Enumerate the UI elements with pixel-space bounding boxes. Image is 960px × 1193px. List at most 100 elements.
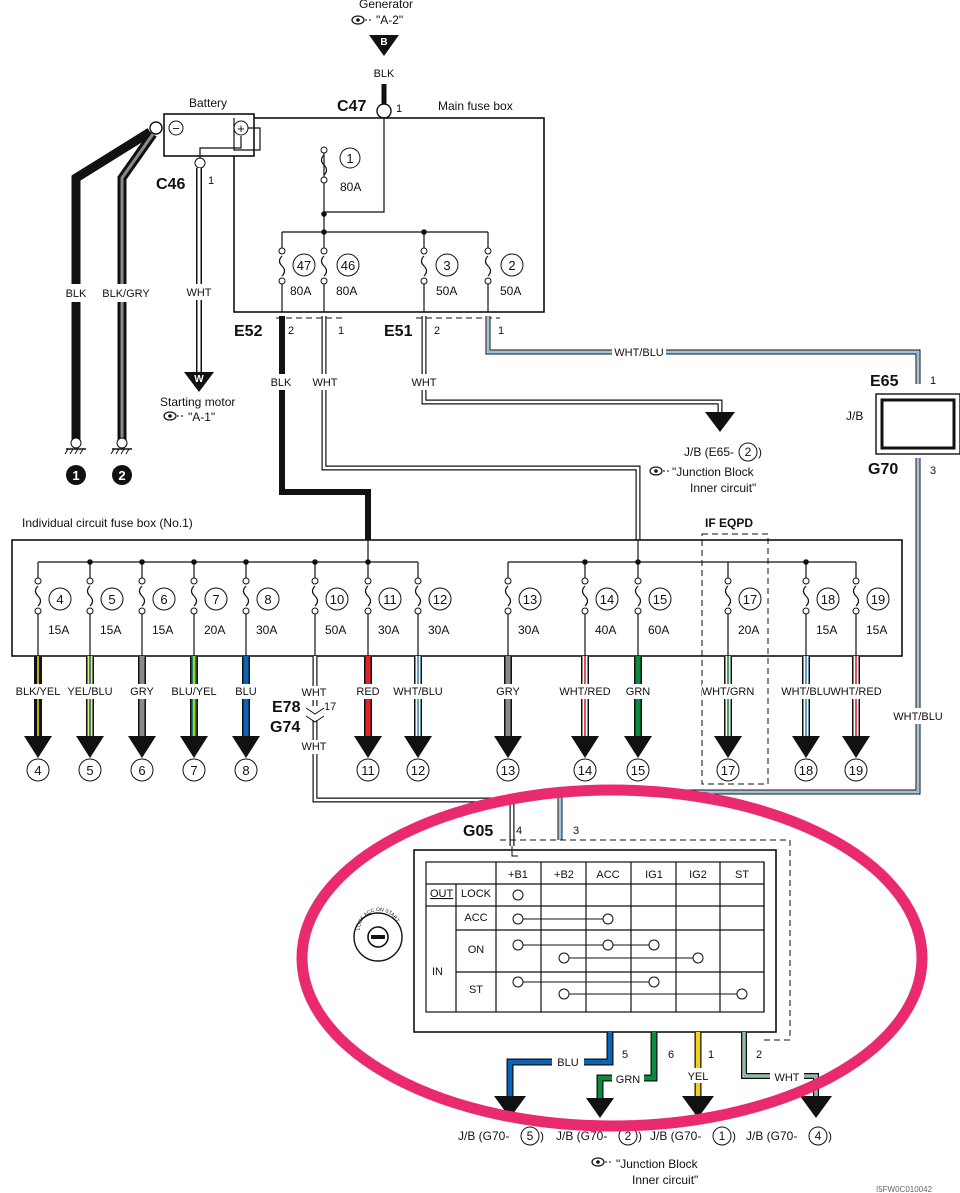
c47-label: C47 <box>337 98 366 115</box>
wire-label: WHT/BLU <box>781 686 831 698</box>
output-arrow <box>571 736 599 758</box>
svg-text:5: 5 <box>622 1049 628 1061</box>
wire-label: BLU/YEL <box>171 686 216 698</box>
output-arrow <box>354 736 382 758</box>
jb-g70-1-arrow <box>682 1096 714 1118</box>
main-fuse-2: 2 50A <box>484 232 524 312</box>
wire-label: WHT/BLU <box>393 686 443 698</box>
eye-ref-icon <box>163 411 184 421</box>
switch-row-acc: ACC <box>464 912 487 924</box>
if-eqpd-label: IF EQPD <box>705 516 753 530</box>
wire-label: BLU <box>235 686 256 698</box>
switch-column-ig2: IG2 <box>689 869 707 881</box>
e78-wht-label: WHT <box>301 687 326 699</box>
wire-label: WHT/GRN <box>702 686 755 698</box>
output-number: 13 <box>501 763 515 778</box>
fuse-number: 11 <box>383 592 397 607</box>
switch-column-ig1: IG1 <box>645 869 663 881</box>
svg-text:2: 2 <box>745 445 752 459</box>
svg-text:80A: 80A <box>340 180 361 194</box>
fuse-amp: 15A <box>100 623 121 637</box>
battery-minus-terminal <box>168 120 184 136</box>
svg-text:): ) <box>758 445 762 459</box>
fuse-amp: 30A <box>256 623 277 637</box>
battery-blk-ground-wire <box>71 128 153 440</box>
output-arrow <box>180 736 208 758</box>
eye-ref-icon <box>649 466 670 476</box>
svg-text:4: 4 <box>516 825 522 837</box>
ignition-key-icon: LOCK ACC ON START <box>353 907 403 962</box>
e51-whtblu-wire <box>485 316 921 384</box>
output-number: 5 <box>86 763 93 778</box>
bottom-note-line2: Inner circuit" <box>632 1173 698 1187</box>
svg-text:2: 2 <box>118 468 125 483</box>
svg-text:J/B (G70-: J/B (G70- <box>746 1129 797 1143</box>
svg-text:J/B (G70-: J/B (G70- <box>556 1129 607 1143</box>
c47-pin: 1 <box>396 103 402 115</box>
jb-g70-2-label: J/B (G70-2) <box>556 1126 642 1146</box>
svg-text:2: 2 <box>756 1049 762 1061</box>
wht-batt-label: WHT <box>186 287 211 299</box>
jb-g70-2-arrow <box>586 1098 614 1118</box>
output-arrow <box>232 736 260 758</box>
fuse-amp: 40A <box>595 623 616 637</box>
blkgry-wire-label: BLK/GRY <box>102 288 150 300</box>
main-fuse-46: 46 80A <box>320 232 360 312</box>
g70-label: G70 <box>868 461 898 478</box>
jb-e65-arrow <box>705 412 735 432</box>
fuse-number: 15 <box>653 592 667 607</box>
wire-label: RED <box>356 686 379 698</box>
ground-2: 2 <box>110 437 132 485</box>
jb-g70-1-label: J/B (G70-1) <box>650 1126 736 1146</box>
fuse-amp: 20A <box>738 623 759 637</box>
e51-wht-wire <box>421 316 723 412</box>
svg-text:1: 1 <box>72 468 79 483</box>
svg-text:4: 4 <box>815 1129 822 1143</box>
ground-1: 1 <box>64 437 86 485</box>
c47-connector <box>376 103 392 119</box>
e52-blk-wire <box>279 316 371 540</box>
output-number: 19 <box>849 763 863 778</box>
fuse-number: 5 <box>108 592 115 607</box>
fuse-number: 19 <box>871 592 885 607</box>
svg-text:80A: 80A <box>290 284 311 298</box>
whtblu-right-label: WHT/BLU <box>893 711 943 723</box>
e52-wht-label: WHT <box>312 377 337 389</box>
switch-row-lock: LOCK <box>461 888 492 900</box>
output-arrow <box>792 736 820 758</box>
e65-label: E65 <box>870 373 899 390</box>
svg-text:3: 3 <box>443 258 450 273</box>
svg-text:17: 17 <box>324 701 336 713</box>
svg-text:J/B (G70-: J/B (G70- <box>458 1129 509 1143</box>
generator-title: Generator <box>359 0 413 11</box>
svg-text:W: W <box>194 374 204 385</box>
svg-text:1: 1 <box>498 325 504 337</box>
fuse-amp: 50A <box>325 623 346 637</box>
individual-fuse-box-title: Individual circuit fuse box (No.1) <box>22 516 193 530</box>
ignition-switch-box <box>413 849 777 1033</box>
out-label: OUT <box>430 888 454 900</box>
yel-output-label: YEL <box>688 1071 709 1083</box>
jb-g70-4-arrow <box>800 1096 832 1118</box>
grn-output-label: GRN <box>616 1074 641 1086</box>
battery-title: Battery <box>189 96 227 110</box>
starting-motor-terminal: W <box>184 372 214 392</box>
jb-g70-4-label: J/B (G70-4) <box>746 1126 832 1146</box>
if-eqpd-region <box>701 533 769 785</box>
output-arrow <box>494 736 522 758</box>
svg-text:2: 2 <box>508 258 515 273</box>
callout-ellipse <box>296 784 928 1132</box>
fuse-number: 13 <box>523 592 537 607</box>
svg-text:47: 47 <box>297 258 311 273</box>
fuse-amp: 15A <box>152 623 173 637</box>
output-arrow <box>624 736 652 758</box>
output-arrow <box>842 736 870 758</box>
switch-column-b1: +B1 <box>508 869 528 881</box>
